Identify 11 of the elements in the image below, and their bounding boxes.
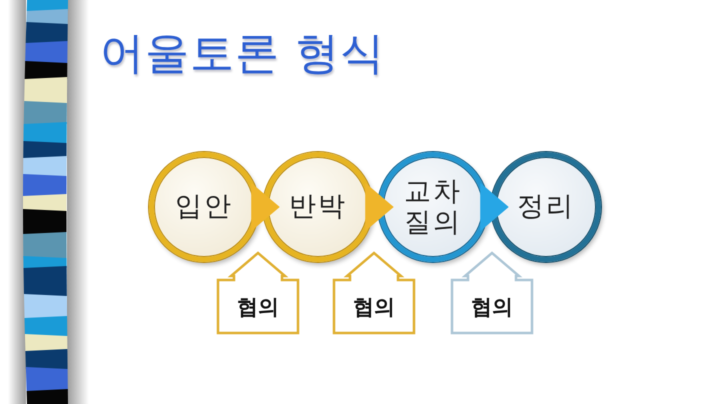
callout-label: 협의 [471,294,513,320]
arrow [251,183,280,231]
stage-label: 입안 [175,191,233,223]
arrow [365,183,394,231]
stage-label: 교차 질의 [404,176,462,238]
stage-label: 정리 [517,191,575,223]
stage-label: 반박 [289,191,347,223]
callout-label: 협의 [237,294,279,320]
arrow [480,183,508,231]
title: 어울토론 형식 [100,28,385,81]
callout-label: 협의 [353,294,395,320]
